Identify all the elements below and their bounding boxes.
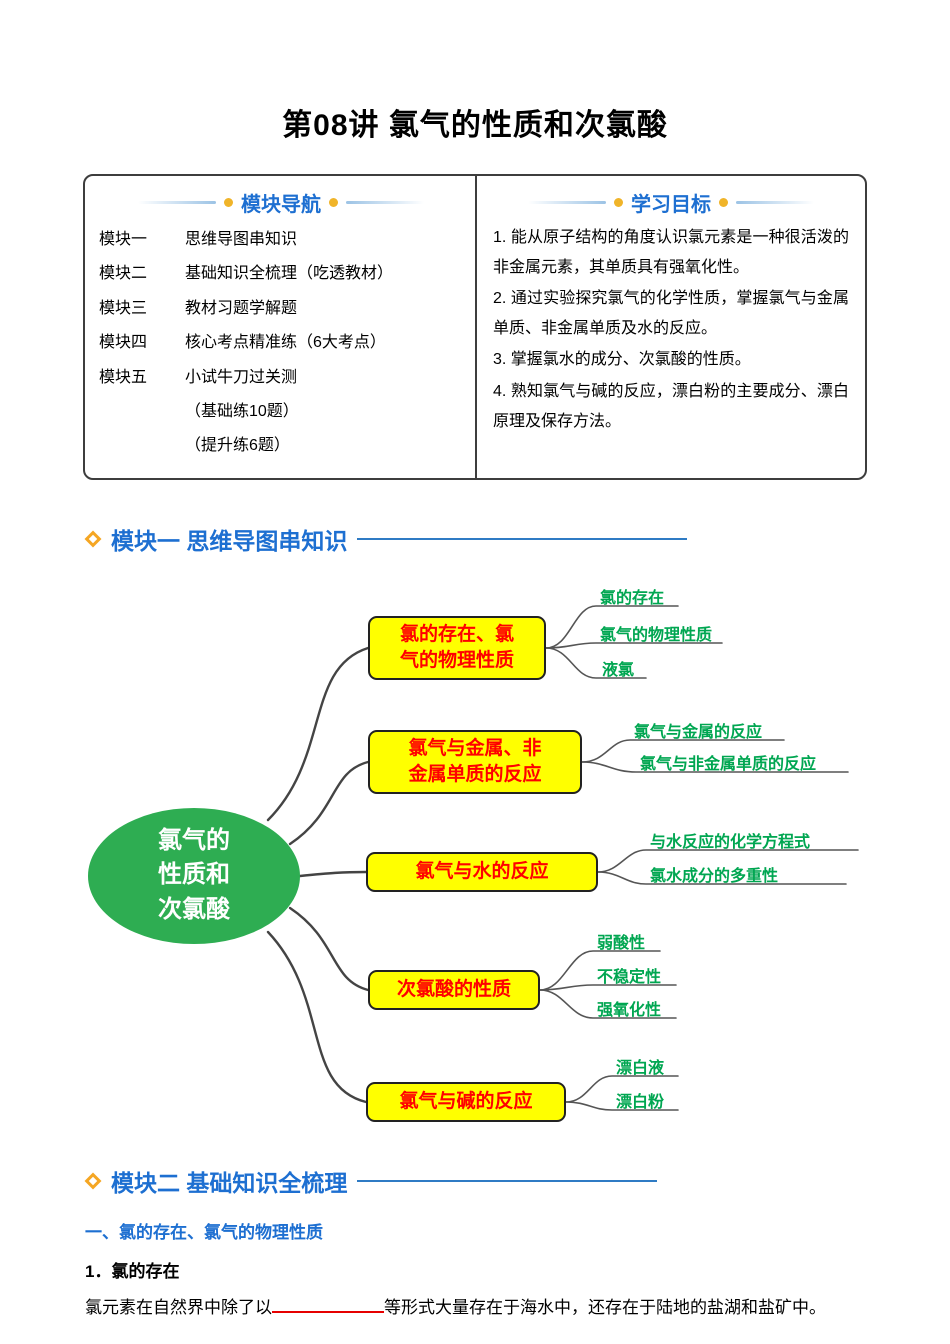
objective-item: 4. 熟知氯气与碱的反应，漂白粉的主要成分、漂白原理及保存方法。 xyxy=(493,382,849,430)
deco-dot-icon xyxy=(329,198,338,207)
nav-item-label xyxy=(99,429,161,463)
mindmap-leaf-label: 氯的存在 xyxy=(600,589,665,607)
mindmap-leaf-label: 氯气的物理性质 xyxy=(600,626,713,644)
leaf-line-4a xyxy=(539,949,661,991)
leaf-line-5a xyxy=(565,1074,679,1103)
point-title: 1．氯的存在 xyxy=(85,1261,180,1281)
nav-item: 模块二 基础知识全梳理（吃透教材） xyxy=(99,257,463,291)
leaf-line-3a xyxy=(597,848,859,873)
leaf-line-1a xyxy=(545,604,679,649)
leaf-line-1b xyxy=(545,641,723,649)
mindmap-sub-branches xyxy=(539,604,859,1111)
nav-item-label: 模块三 xyxy=(99,299,148,317)
nav-item: （基础练10题） xyxy=(99,395,463,429)
subsection-title: 一、氯的存在、氯气的物理性质 xyxy=(85,1222,323,1242)
leaf-line-2a xyxy=(581,738,785,763)
nav-item-label: 模块二 xyxy=(99,265,148,283)
objective-item: 3. 掌握氯水的成分、次氯酸的性质。 xyxy=(493,351,751,369)
nav-item-text: 教材习题学解题 xyxy=(185,299,298,317)
section-header-module-two: 模块二 基础知识全梳理 xyxy=(84,1164,950,1198)
mindmap-branch-node: 氯气与水的反应 xyxy=(366,851,598,892)
mindmap-leaf-label: 氯气与非金属单质的反应 xyxy=(640,755,817,773)
section-header-module-one: 模块一 思维导图串知识 xyxy=(84,522,950,556)
learning-objectives-panel: 学习目标 1. 能从原子结构的角度认识氯元素是一种很活泼的非金属元素，其单质具有… xyxy=(477,176,865,478)
diamond-icon xyxy=(84,1172,102,1190)
mindmap-branch-node: 次氯酸的性质 xyxy=(368,969,540,1010)
nav-title: 模块导航 xyxy=(241,194,321,216)
mindmap-leaf-label: 氯水成分的多重性 xyxy=(650,867,779,885)
nav-item-text: 基础知识全梳理（吃透教材） xyxy=(185,265,394,283)
nav-item: 模块一 思维导图串知识 xyxy=(99,223,463,257)
nav-item-text: 核心考点精准练（6大考点） xyxy=(185,334,386,352)
branch-line-2 xyxy=(288,760,370,845)
deco-dot-icon xyxy=(614,198,623,207)
objectives-title: 学习目标 xyxy=(631,194,711,216)
header-box: 模块导航 模块一 思维导图串知识 模块二 基础知识全梳理（吃透教材） 模块三 教… xyxy=(83,174,867,480)
section-title: 模块一 思维导图串知识 xyxy=(111,527,348,554)
body-text-after-blank: 等形式大量存在于海水中，还存在于陆地的盐湖和盐矿中。 xyxy=(384,1297,826,1317)
mindmap-leaf-label: 弱酸性 xyxy=(597,934,646,952)
nav-item: 模块三 教材习题学解题 xyxy=(99,292,463,326)
body-text-before-blank: 氯元素在自然界中除了以 xyxy=(85,1297,272,1317)
fill-in-blank-line xyxy=(272,1296,384,1313)
mindmap-leaf-label: 强氧化性 xyxy=(597,1001,662,1019)
nav-header: 模块导航 xyxy=(99,188,463,217)
leaf-line-1c xyxy=(545,646,647,679)
section-title: 模块二 基础知识全梳理 xyxy=(111,1169,348,1196)
nav-item: 模块四 核心考点精准练（6大考点） xyxy=(99,326,463,360)
branch-line-4 xyxy=(288,906,370,991)
objectives-header: 学习目标 xyxy=(493,188,849,217)
section-rule xyxy=(357,537,688,540)
nav-item-label xyxy=(99,395,161,429)
deco-line-left xyxy=(138,201,216,204)
mindmap-branch-node: 氯气与碱的反应 xyxy=(366,1081,566,1122)
objective-item: 2. 通过实验探究氯气的化学性质，掌握氯气与金属单质、非金属单质及水的反应。 xyxy=(493,290,849,337)
nav-item: 模块五 小试牛刀过关测 xyxy=(99,361,463,395)
nav-item-text: （提升练6题） xyxy=(185,437,290,455)
page-title: 第08讲 氯气的性质和次氯酸 xyxy=(282,109,668,142)
nav-item-label: 模块四 xyxy=(99,334,148,352)
branch-line-3 xyxy=(298,870,368,877)
mindmap-connector-lines xyxy=(266,604,859,1111)
mindmap-leaf-label: 氯气与金属的反应 xyxy=(634,723,763,741)
nav-item: （提升练6题） xyxy=(99,429,463,463)
leaf-line-4c xyxy=(539,988,677,1019)
leaf-line-5b xyxy=(565,1100,679,1111)
mindmap-leaf-label: 不稳定性 xyxy=(597,968,662,986)
mindmap: 氯气的 性质和 次氯酸 氯的存在、氯 气的物理性质 氯气与金属、非 金属单质的反… xyxy=(0,568,950,1148)
nav-item-text: 思维导图串知识 xyxy=(185,231,298,248)
mindmap-main-branches xyxy=(266,646,370,1103)
branch-line-5 xyxy=(266,930,368,1103)
nav-item-label: 模块一 xyxy=(99,231,148,248)
mindmap-leaf-label: 漂白粉 xyxy=(616,1093,665,1111)
module-navigation-panel: 模块导航 模块一 思维导图串知识 模块二 基础知识全梳理（吃透教材） 模块三 教… xyxy=(85,176,477,478)
leaf-line-2b xyxy=(581,760,849,773)
nav-item-text: 小试牛刀过关测 xyxy=(185,368,298,386)
nav-item-text: （基础练10题） xyxy=(185,402,299,420)
mindmap-branch-node: 氯的存在、氯 气的物理性质 xyxy=(368,615,546,680)
diamond-icon xyxy=(84,530,102,548)
nav-item-label: 模块五 xyxy=(99,368,148,386)
leaf-line-3b xyxy=(597,870,847,885)
deco-line-right xyxy=(736,201,814,204)
deco-dot-icon xyxy=(719,198,728,207)
deco-dot-icon xyxy=(224,198,233,207)
section-rule xyxy=(357,1179,658,1182)
deco-line-left xyxy=(528,201,606,204)
mindmap-branch-node: 氯气与金属、非 金属单质的反应 xyxy=(368,729,582,794)
mindmap-leaf-label: 与水反应的化学方程式 xyxy=(650,833,811,851)
mindmap-center-node: 氯气的 性质和 次氯酸 xyxy=(88,807,300,944)
mindmap-leaf-label: 液氯 xyxy=(602,661,635,679)
objective-item: 1. 能从原子结构的角度认识氯元素是一种很活泼的非金属元素，其单质具有强氧化性。 xyxy=(493,229,849,276)
branch-line-1 xyxy=(266,646,370,821)
mindmap-leaf-label: 漂白液 xyxy=(616,1059,665,1077)
deco-line-right xyxy=(346,201,424,204)
leaf-line-4b xyxy=(539,983,677,991)
body-paragraph: 氯元素在自然界中除了以 等形式大量存在于海水中，还存在于陆地的盐湖和盐矿中。 xyxy=(85,1294,865,1323)
